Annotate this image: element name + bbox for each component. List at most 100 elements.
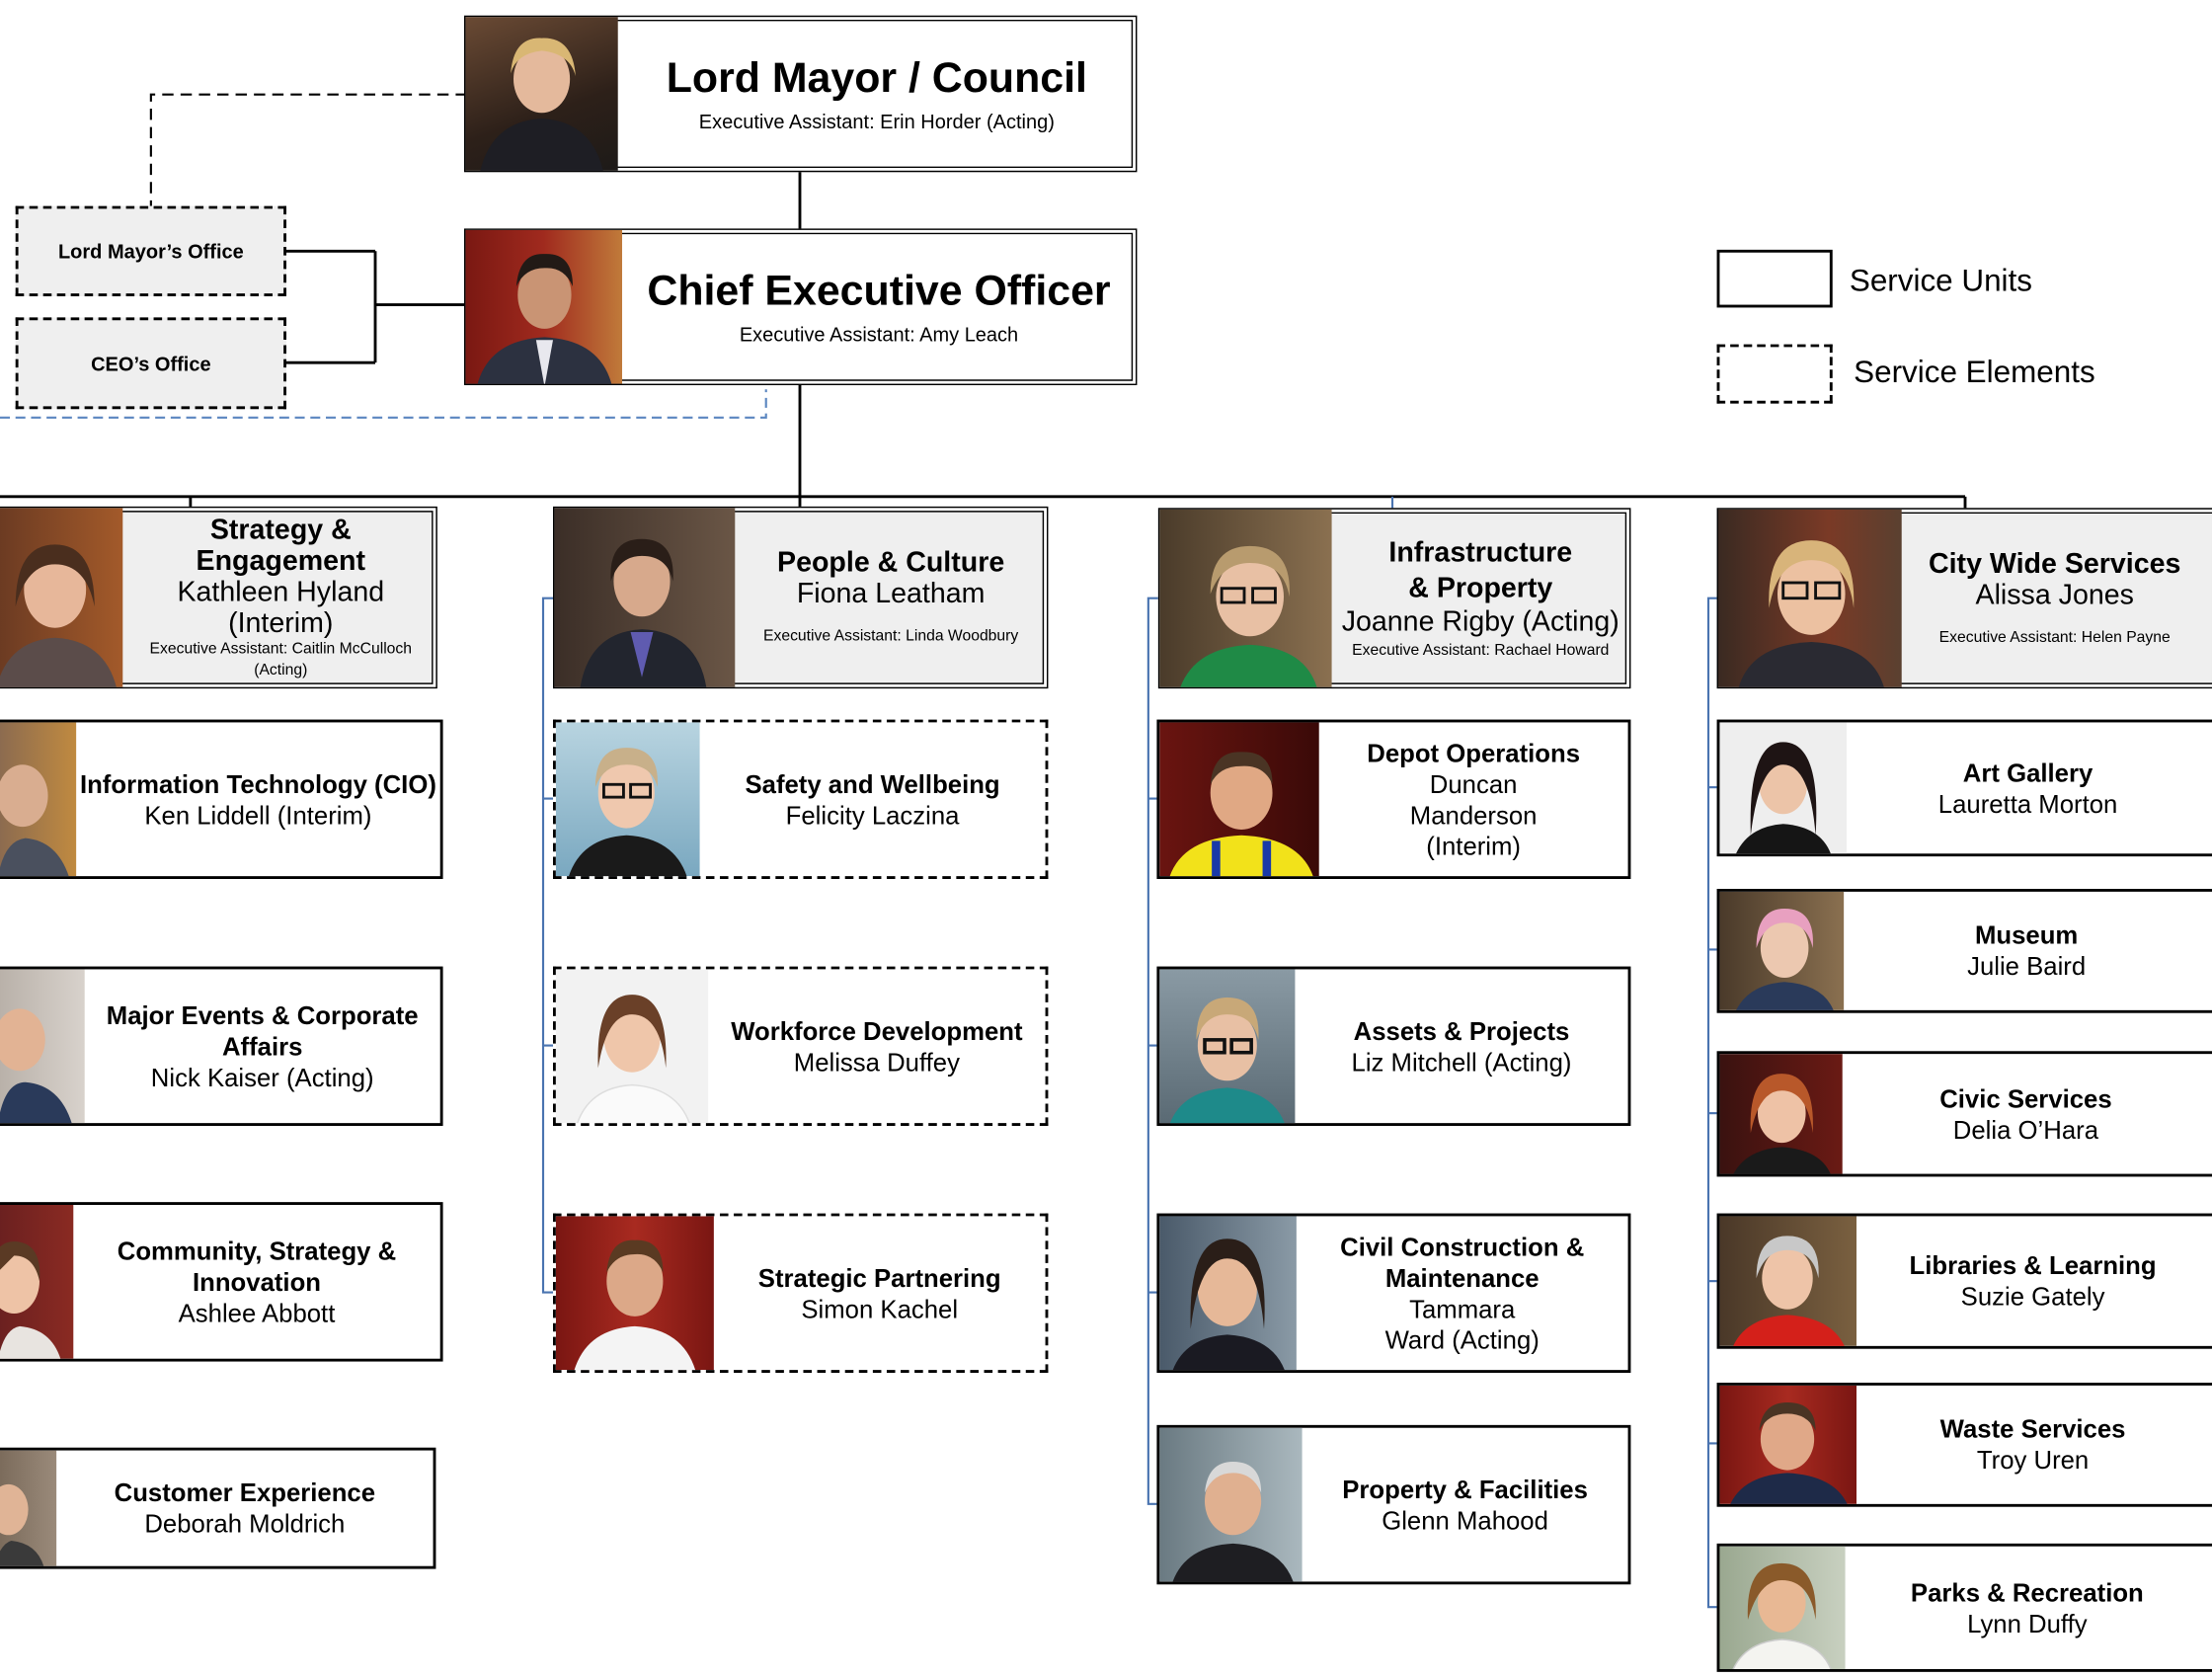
division-people-box[interactable]: People & Culture Fiona Leatham Executive…	[552, 506, 1049, 689]
unit-parks-recreation-photo	[1719, 1546, 1846, 1669]
unit-customer-experience[interactable]: Customer Experience Deborah Moldrich	[0, 1447, 436, 1569]
unit-major-events[interactable]: Major Events & Corporate Affairs Nick Ka…	[0, 966, 443, 1126]
unit-depot-operations-title: Depot Operations	[1367, 738, 1580, 767]
ceos-office-label: CEO’s Office	[91, 352, 211, 375]
division-city-text: City Wide Services Alissa Jones Executiv…	[1899, 510, 2211, 687]
division-strategy-title: Strategy & Engagement	[196, 514, 366, 577]
unit-civic-services-text: Civic Services Delia O’Hara	[1843, 1054, 2209, 1173]
lord-mayors-office-box[interactable]: Lord Mayor’s Office	[15, 205, 286, 296]
unit-art-gallery-name: Lauretta Morton	[1937, 789, 2118, 818]
unit-art-gallery[interactable]: Art Gallery Lauretta Morton	[1716, 719, 2212, 857]
division-infrastructure-box[interactable]: Infrastructure & Property Joanne Rigby (…	[1157, 508, 1631, 689]
unit-depot-operations[interactable]: Depot Operations Duncan Manderson (Inter…	[1156, 719, 1631, 879]
unit-museum[interactable]: Museum Julie Baird	[1716, 888, 2212, 1013]
unit-safety-wellbeing-title: Safety and Wellbeing	[745, 769, 1000, 798]
unit-community-strategy[interactable]: Community, Strategy & Innovation Ashlee …	[0, 1202, 443, 1362]
unit-waste-services-title: Waste Services	[1939, 1414, 2126, 1444]
unit-major-events-photo	[0, 969, 85, 1124]
division-people-text: People & Culture Fiona Leatham Executive…	[735, 508, 1047, 686]
unit-art-gallery-title: Art Gallery	[1962, 758, 2094, 787]
unit-assets-projects-title: Assets & Projects	[1353, 1016, 1570, 1045]
ceo-title: Chief Executive Officer	[647, 267, 1111, 314]
unit-property-facilities-photo	[1159, 1427, 1303, 1582]
unit-parks-recreation[interactable]: Parks & Recreation Lynn Duffy	[1716, 1543, 2212, 1672]
division-infrastructure-photo	[1159, 509, 1332, 687]
unit-safety-wellbeing-photo	[555, 722, 700, 877]
unit-civil-construction-title: Civil Construction & Maintenance	[1340, 1232, 1585, 1292]
unit-safety-wellbeing[interactable]: Safety and Wellbeing Felicity Laczina	[552, 719, 1049, 879]
division-people-photo	[554, 508, 736, 687]
unit-community-strategy-photo	[0, 1204, 74, 1359]
ceo-text: Chief Executive Officer Executive Assist…	[622, 230, 1136, 384]
unit-customer-experience-text: Customer Experience Deborah Moldrich	[56, 1451, 433, 1566]
unit-civil-construction-name: Tammara Ward (Acting)	[1384, 1294, 1540, 1354]
unit-community-strategy-title: Community, Strategy & Innovation	[117, 1237, 397, 1297]
division-city-name: Alissa Jones	[1975, 579, 2134, 610]
division-strategy-box[interactable]: Strategy & Engagement Kathleen Hyland (I…	[0, 506, 437, 689]
lord-mayor-title: Lord Mayor / Council	[666, 53, 1087, 102]
lord-mayor-assistant: Executive Assistant: Erin Horder (Acting…	[698, 109, 1055, 132]
unit-property-facilities-name: Glenn Mahood	[1382, 1505, 1548, 1535]
division-city-box[interactable]: City Wide Services Alissa Jones Executiv…	[1716, 508, 2212, 689]
unit-workforce-development-photo	[555, 969, 709, 1124]
unit-parks-recreation-name: Lynn Duffy	[1967, 1609, 2088, 1637]
unit-libraries-learning[interactable]: Libraries & Learning Suzie Gately	[1716, 1213, 2212, 1349]
unit-libraries-learning-name: Suzie Gately	[1960, 1282, 2105, 1312]
unit-community-strategy-text: Community, Strategy & Innovation Ashlee …	[73, 1205, 439, 1359]
unit-libraries-learning-text: Libraries & Learning Suzie Gately	[1856, 1216, 2209, 1345]
unit-workforce-development[interactable]: Workforce Development Melissa Duffey	[552, 966, 1049, 1126]
unit-libraries-learning-photo	[1719, 1216, 1856, 1346]
unit-customer-experience-name: Deborah Moldrich	[144, 1509, 346, 1539]
unit-waste-services[interactable]: Waste Services Troy Uren	[1716, 1382, 2212, 1507]
unit-workforce-development-text: Workforce Development Melissa Duffey	[708, 969, 1045, 1123]
unit-libraries-learning-title: Libraries & Learning	[1909, 1251, 2157, 1280]
unit-civic-services[interactable]: Civic Services Delia O’Hara	[1716, 1051, 2212, 1177]
lord-mayor-box[interactable]: Lord Mayor / Council Executive Assistant…	[463, 15, 1138, 173]
unit-major-events-text: Major Events & Corporate Affairs Nick Ka…	[85, 969, 440, 1123]
unit-major-events-title: Major Events & Corporate Affairs	[106, 1000, 419, 1061]
ceos-office-box[interactable]: CEO’s Office	[15, 317, 286, 410]
division-people-assistant: Executive Assistant: Linda Woodbury	[762, 627, 1019, 645]
division-strategy-text: Strategy & Engagement Kathleen Hyland (I…	[125, 508, 435, 686]
unit-major-events-name: Nick Kaiser (Acting)	[150, 1063, 374, 1091]
unit-strategic-partnering-text: Strategic Partnering Simon Kachel	[714, 1216, 1046, 1370]
division-infrastructure-text: Infrastructure & Property Joanne Rigby (…	[1332, 510, 1629, 687]
lord-mayors-office-label: Lord Mayor’s Office	[57, 239, 244, 263]
unit-strategic-partnering[interactable]: Strategic Partnering Simon Kachel	[552, 1213, 1049, 1373]
unit-civil-construction-text: Civil Construction & Maintenance Tammara…	[1297, 1216, 1628, 1370]
unit-workforce-development-name: Melissa Duffey	[793, 1047, 960, 1077]
unit-information-technology-text: Information Technology (CIO) Ken Liddell…	[76, 722, 440, 876]
ceo-box[interactable]: Chief Executive Officer Executive Assist…	[463, 228, 1138, 385]
unit-museum-text: Museum Julie Baird	[1844, 892, 2209, 1010]
unit-safety-wellbeing-text: Safety and Wellbeing Felicity Laczina	[700, 722, 1046, 876]
unit-civic-services-name: Delia O’Hara	[1952, 1115, 2099, 1144]
unit-civil-construction[interactable]: Civil Construction & Maintenance Tammara…	[1156, 1213, 1631, 1373]
unit-assets-projects-name: Liz Mitchell (Acting)	[1351, 1047, 1572, 1077]
division-people-title: People & Culture	[777, 547, 1005, 579]
unit-property-facilities-text: Property & Facilities Glenn Mahood	[1303, 1428, 1628, 1582]
legend-service-units-swatch	[1716, 249, 1833, 308]
unit-assets-projects-text: Assets & Projects Liz Mitchell (Acting)	[1295, 969, 1627, 1123]
legend-service-elements-label: Service Elements	[1854, 354, 2095, 390]
unit-depot-operations-text: Depot Operations Duncan Manderson (Inter…	[1319, 722, 1628, 876]
unit-waste-services-photo	[1719, 1385, 1856, 1504]
unit-civic-services-photo	[1719, 1054, 1843, 1174]
unit-strategic-partnering-name: Simon Kachel	[801, 1294, 959, 1323]
division-infrastructure-assistant: Executive Assistant: Rachael Howard	[1352, 641, 1610, 659]
unit-assets-projects-photo	[1159, 969, 1296, 1124]
division-city-assistant: Executive Assistant: Helen Payne	[1938, 628, 2171, 646]
unit-parks-recreation-text: Parks & Recreation Lynn Duffy	[1846, 1547, 2210, 1669]
legend-service-units-label: Service Units	[1849, 262, 2032, 298]
unit-information-technology[interactable]: Information Technology (CIO) Ken Liddell…	[0, 719, 443, 879]
unit-civic-services-title: Civic Services	[1939, 1083, 2112, 1113]
ceo-photo	[465, 229, 622, 384]
unit-museum-photo	[1719, 891, 1845, 1010]
division-infrastructure-title: Infrastructure & Property	[1388, 536, 1573, 603]
unit-depot-operations-photo	[1159, 722, 1319, 877]
unit-property-facilities[interactable]: Property & Facilities Glenn Mahood	[1156, 1424, 1631, 1585]
unit-assets-projects[interactable]: Assets & Projects Liz Mitchell (Acting)	[1156, 966, 1631, 1126]
division-people-name: Fiona Leatham	[796, 578, 986, 610]
unit-strategic-partnering-title: Strategic Partnering	[757, 1263, 1001, 1292]
unit-workforce-development-title: Workforce Development	[731, 1016, 1023, 1045]
